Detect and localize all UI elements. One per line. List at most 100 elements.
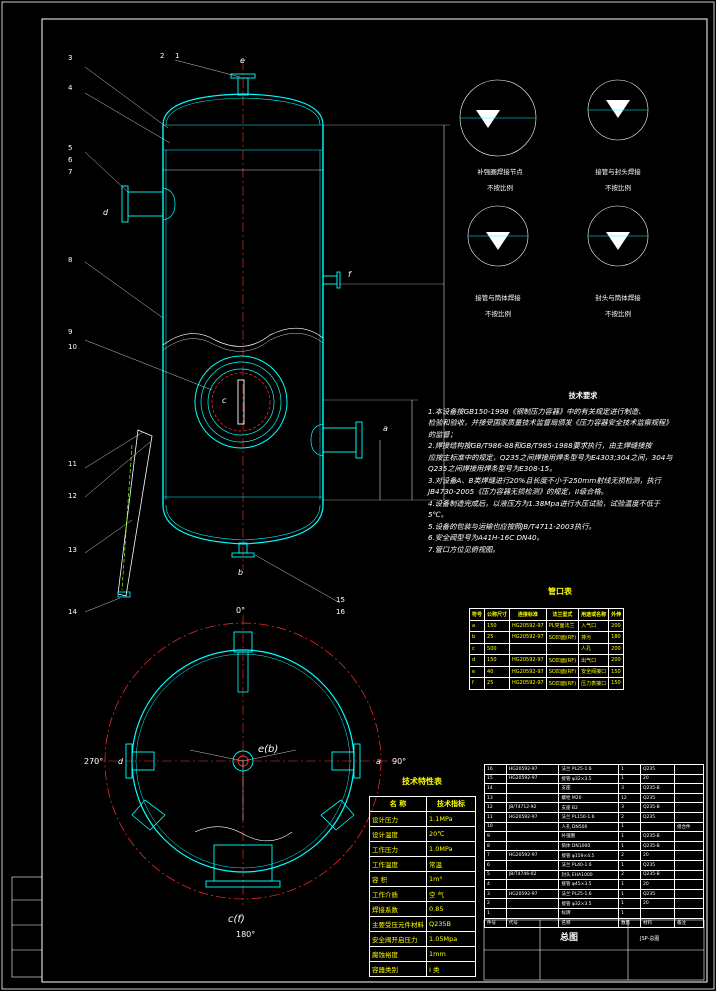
callout-15: 15 xyxy=(336,596,345,604)
table-cell: 1m³ xyxy=(426,871,476,887)
tech-req-line: 应按主标准中的规定，Q235之间焊接用焊条型号为E4303;304之间，304与 xyxy=(428,452,673,462)
table-cell: 0.85 xyxy=(426,901,476,917)
callout-3: 3 xyxy=(68,54,73,62)
table-cell xyxy=(505,879,560,890)
table-cell: Q235 xyxy=(639,764,675,775)
table-cell: Q235-B xyxy=(639,783,675,794)
bom-col: 数量 xyxy=(618,917,641,929)
table-cell: 设计压力 xyxy=(369,811,427,827)
detail-4-scale: 不按比例 xyxy=(605,310,631,318)
table-cell: 14 xyxy=(484,783,507,794)
nozzle-label-e: e xyxy=(240,56,245,65)
table-cell: 空 气 xyxy=(426,886,476,902)
technical-requirements: 技术要求 1.本设备按GB150-1998《钢制压力容器》中的有关规定进行制造、… xyxy=(428,390,678,555)
table-cell: 5 xyxy=(484,869,507,881)
table-cell: HG20592-97 xyxy=(505,773,560,785)
table-cell: HG20592-97 xyxy=(505,850,560,861)
table-cell: 200 xyxy=(608,654,625,667)
angle-270: 270° xyxy=(84,757,104,766)
table-cell: 筒体 DN1000 xyxy=(558,840,620,852)
nozzle-label-c: c xyxy=(222,396,227,405)
tech-req-line: 1.本设备按GB150-1998《钢制压力容器》中的有关规定进行制造、 xyxy=(428,406,646,416)
table-cell: SO凹面(RF) xyxy=(545,631,580,644)
plan-label-a: a xyxy=(376,757,381,766)
detail-views xyxy=(459,79,649,267)
table-cell: 20℃ xyxy=(426,826,476,842)
callout-16: 16 xyxy=(336,608,345,616)
bom-col: 备注 xyxy=(673,917,705,929)
tech-req-line: 7.管口方位见俯视图。 xyxy=(428,544,500,554)
spec-col: 技术指标 xyxy=(426,796,476,812)
table-cell: e xyxy=(468,665,486,678)
table-cell: 焊接系数 xyxy=(369,901,427,917)
callout-1: 1 xyxy=(175,52,180,60)
table-cell: 150 xyxy=(484,654,511,667)
bom-col: 件号 xyxy=(484,917,507,929)
table-cell: SO凹面(RF) xyxy=(545,654,580,667)
table-cell xyxy=(673,850,705,861)
table-cell xyxy=(673,783,705,794)
table-cell: 1 xyxy=(618,840,641,852)
table-cell xyxy=(639,821,675,833)
table-cell: 2 xyxy=(484,898,507,909)
table-cell: 入气口 xyxy=(578,619,610,632)
table-cell xyxy=(673,907,705,919)
table-cell: 40 xyxy=(484,665,511,678)
table-cell: 1 xyxy=(618,898,641,909)
tech-req-line: 5.设备的包装与运输也应按照JB/T4711-2003执行。 xyxy=(428,521,596,531)
table-cell: 9 xyxy=(484,831,507,842)
plan-label-d: d xyxy=(118,757,124,766)
table-cell xyxy=(673,898,705,909)
table-cell: 补强圈 xyxy=(558,831,620,842)
callout-14: 14 xyxy=(68,608,77,616)
table-cell: Q235 xyxy=(639,792,675,804)
table-cell: 20 xyxy=(639,879,675,890)
table-cell xyxy=(673,859,705,871)
table-cell: 6 xyxy=(484,859,507,871)
detail-3-name: 接管与筒体焊接 xyxy=(475,294,521,302)
callout-8: 8 xyxy=(68,256,73,264)
table-cell xyxy=(673,811,705,823)
table-cell: 排污 xyxy=(578,631,610,644)
table-cell: 2 xyxy=(618,869,641,881)
table-cell: 4 xyxy=(484,879,507,890)
nozzle-col: 法兰型式 xyxy=(545,608,580,621)
elevation-view xyxy=(84,59,450,613)
table-cell: 1 xyxy=(618,907,641,919)
table-cell xyxy=(639,907,675,919)
table-cell: a xyxy=(468,619,486,632)
drawing-number: JSP-总图 xyxy=(640,936,660,942)
title-block xyxy=(11,876,705,981)
table-cell xyxy=(505,859,560,871)
table-cell: 1.05Mpa xyxy=(426,931,476,947)
table-cell: 1 xyxy=(618,879,641,890)
table-cell: I 类 xyxy=(426,961,476,977)
table-cell: b xyxy=(468,631,486,644)
table-cell xyxy=(673,802,705,813)
table-cell: d xyxy=(468,654,486,667)
tech-req-line: 4.设备制造完成后，以液压方为1.38Mpa进行水压试验，试验温度不低于 xyxy=(428,498,661,508)
table-cell xyxy=(673,888,705,900)
table-cell: 20 xyxy=(639,898,675,909)
table-cell: 1mm xyxy=(426,946,476,962)
detail-4-name: 封头与筒体焊接 xyxy=(595,294,641,302)
table-cell: 150 xyxy=(608,665,625,678)
plan-view xyxy=(90,615,396,905)
drawing-title: 总图 xyxy=(560,933,579,943)
table-cell: HG20592-97 xyxy=(509,665,547,678)
sheet-inner-border xyxy=(41,18,708,983)
